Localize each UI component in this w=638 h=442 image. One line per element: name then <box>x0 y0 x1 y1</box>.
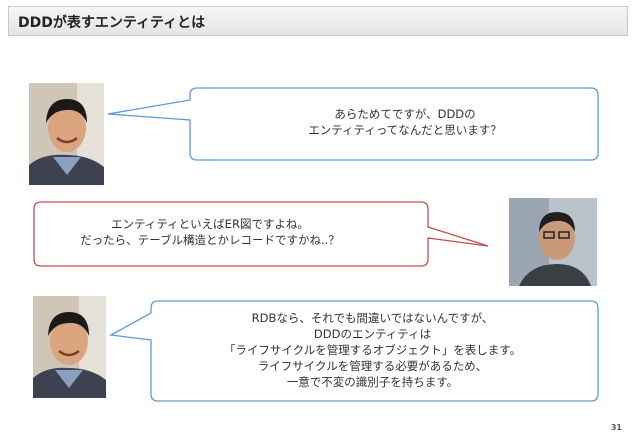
person-photo-icon <box>29 83 104 185</box>
page-number: 31 <box>610 423 622 432</box>
speech-line: 一意で不変の識別子を持ちます。 <box>286 375 459 389</box>
speech-bubble-3 <box>108 300 599 402</box>
person-photo-icon <box>509 198 597 286</box>
speech-bubble-2 <box>33 201 489 267</box>
speech-line: エンティティってなんだと思います？ <box>308 123 502 137</box>
speech-bubble-2-text: エンティティといえばER図ですよね。 だったら、テーブル構造とかレコードですかね… <box>40 216 380 248</box>
speech-line: ライフサイクルを管理する必要があるため、 <box>257 359 488 373</box>
speech-line: だったら、テーブル構造とかレコードですかね..？ <box>80 233 340 247</box>
speech-bubble-1-text: あらためてですが、DDDの エンティティってなんだと思います？ <box>240 106 570 138</box>
speech-bubble-1 <box>107 87 599 161</box>
slide-title-bar: DDDが表すエンティティとは <box>8 6 628 36</box>
speaker-b-avatar <box>509 198 597 286</box>
person-photo-icon <box>33 296 106 398</box>
speech-line: RDBなら、それでも間違いではないんですが、 <box>251 311 494 325</box>
speech-line: 「ライフサイクルを管理するオブジェクト」を表します。 <box>223 343 522 357</box>
speech-bubble-3-text: RDBなら、それでも間違いではないんですが、 DDDのエンティティは 「ライフサ… <box>175 310 570 390</box>
slide-title: DDDが表すエンティティとは <box>18 15 206 31</box>
speaker-a-avatar-1 <box>29 83 104 185</box>
speaker-a-avatar-2 <box>33 296 106 398</box>
speech-line: あらためてですが、DDDの <box>334 107 476 121</box>
speech-line: DDDのエンティティは <box>313 327 432 341</box>
speech-line: エンティティといえばER図ですよね。 <box>111 217 309 231</box>
